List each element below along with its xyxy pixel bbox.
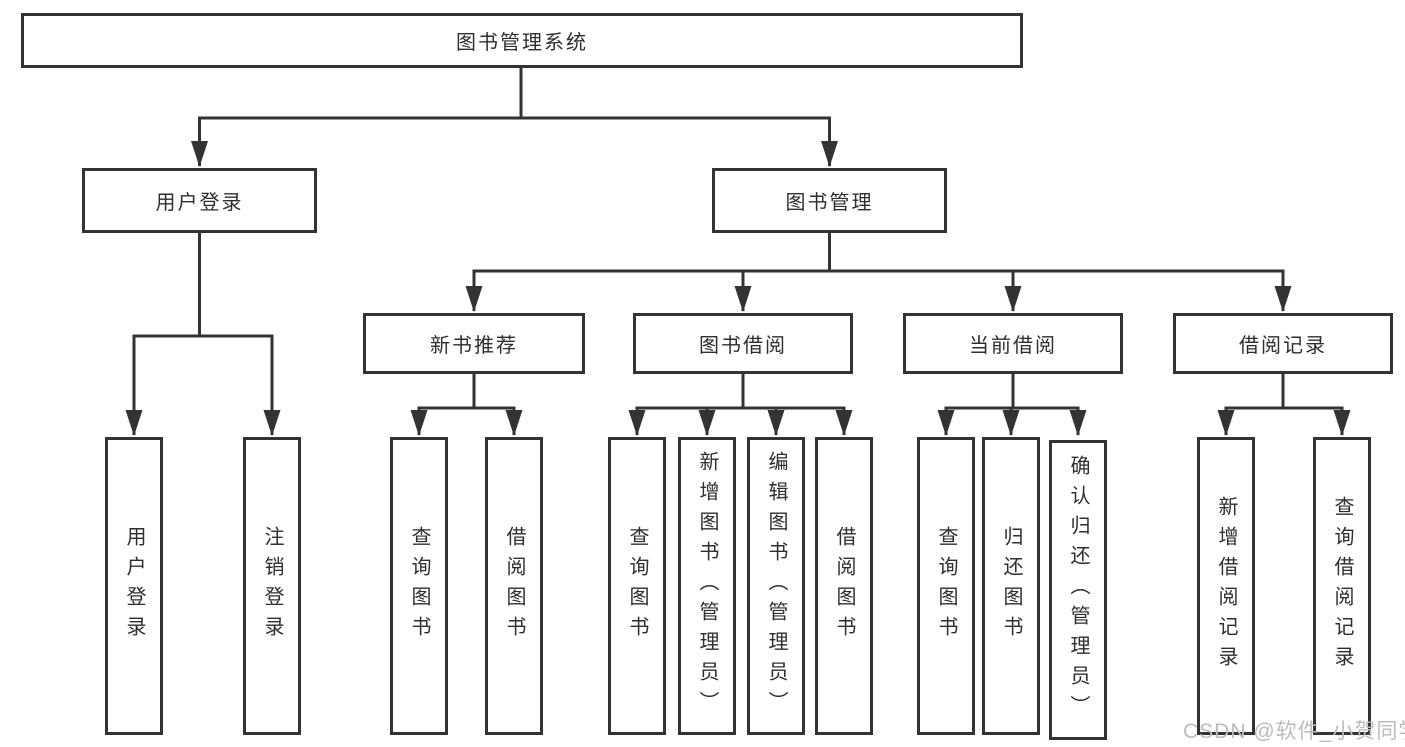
node-label: 查询图书 (626, 526, 648, 646)
node-book-borrow: 图书借阅 (633, 313, 853, 374)
node-label: 借阅图书 (503, 526, 525, 646)
node-leaf-borrow-books-1: 借阅图书 (485, 437, 543, 735)
node-current-borrow: 当前借阅 (903, 313, 1123, 374)
node-leaf-logout: 注销登录 (243, 437, 301, 735)
node-leaf-return-book: 归还图书 (982, 437, 1040, 735)
node-label: 借阅记录 (1239, 335, 1327, 357)
node-borrow-records: 借阅记录 (1173, 313, 1393, 374)
node-label: 用户登录 (123, 526, 145, 646)
node-leaf-borrow-books-2: 借阅图书 (815, 437, 873, 735)
node-label: 查询图书 (408, 526, 430, 646)
node-user-login: 用户登录 (82, 168, 317, 233)
node-label: 图书管理 (785, 192, 874, 214)
node-label: 图书管理系统 (456, 32, 588, 54)
node-label: 编辑图书（管理员） (765, 451, 787, 721)
node-label: 图书借阅 (699, 335, 787, 357)
node-label: 查询借阅记录 (1331, 496, 1353, 676)
node-leaf-edit-book-admin: 编辑图书（管理员） (747, 437, 805, 735)
node-leaf-confirm-return-admin: 确认归还（管理员） (1049, 440, 1107, 740)
node-new-book-recommend: 新书推荐 (363, 313, 585, 374)
node-leaf-add-book-admin: 新增图书（管理员） (678, 437, 736, 735)
node-book-management: 图书管理 (712, 168, 947, 233)
node-label: 注销登录 (261, 526, 283, 646)
node-label: 查询图书 (935, 526, 957, 646)
node-label: 借阅图书 (833, 526, 855, 646)
node-label: 新书推荐 (430, 335, 518, 357)
node-leaf-query-books-2: 查询图书 (608, 437, 666, 735)
node-library-management-system: 图书管理系统 (21, 13, 1023, 68)
watermark: CSDN @软件_小贺同学 (1183, 720, 1405, 743)
node-leaf-user-login: 用户登录 (105, 437, 163, 735)
node-label: 新增借阅记录 (1215, 496, 1237, 676)
node-leaf-query-borrow-record: 查询借阅记录 (1313, 437, 1371, 735)
node-label: 新增图书（管理员） (696, 451, 718, 721)
node-leaf-query-books-3: 查询图书 (917, 437, 975, 735)
node-label: 确认归还（管理员） (1067, 455, 1089, 725)
node-label: 归还图书 (1000, 526, 1022, 646)
node-leaf-add-borrow-record: 新增借阅记录 (1197, 437, 1255, 735)
node-label: 用户登录 (155, 192, 244, 214)
node-label: 当前借阅 (969, 335, 1057, 357)
node-leaf-query-books-1: 查询图书 (390, 437, 448, 735)
